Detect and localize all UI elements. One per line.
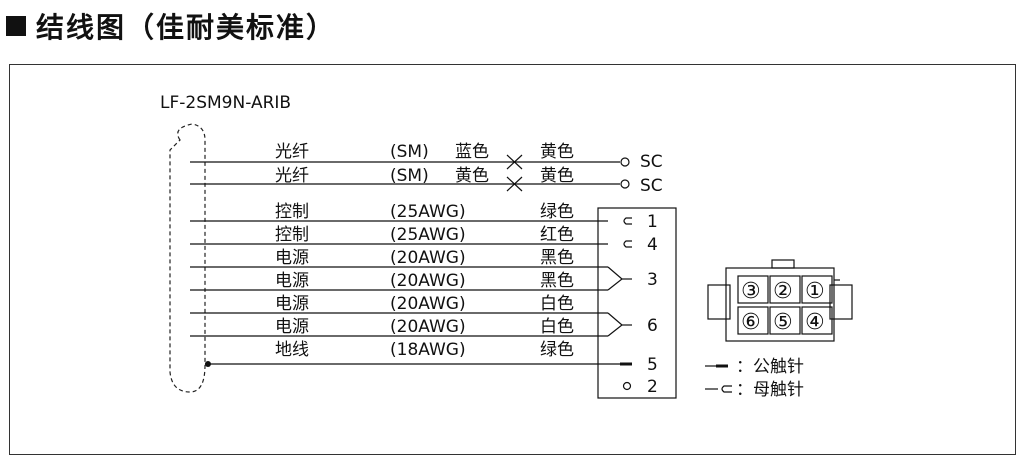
wire-row-2: 控制 (25AWG) 红色 [275, 225, 574, 245]
ground-junction-dot [205, 361, 211, 367]
wire-lines [190, 217, 632, 391]
fiber-name: 光纤 [275, 166, 309, 186]
wire-row-3: 电源 (20AWG) 黑色 [275, 248, 574, 268]
model-name: LF-2SM9N-ARIB [160, 93, 291, 113]
wire-gauge: (20AWG) [390, 271, 466, 291]
connector-pin-label: ⑥ [741, 310, 761, 335]
fiber-row-2: 光纤 (SM) 黄色 黄色 SC [275, 166, 663, 196]
wire-name: 电源 [275, 317, 309, 337]
wire-color: 白色 [540, 317, 574, 337]
wire-color: 绿色 [540, 340, 574, 360]
open-pin-icon [622, 381, 632, 391]
pin-number: 1 [647, 212, 658, 232]
wire-gauge: (20AWG) [390, 248, 466, 268]
legend-female-label: ：母触针 [736, 380, 804, 400]
heading-title: 结线图（佳耐美标准） [36, 11, 337, 44]
fiber-terminal: SC [640, 152, 663, 172]
fiber-type: (SM) [390, 142, 429, 162]
fiber-color-a: 蓝色 [455, 142, 489, 162]
wire-row-1: 控制 (25AWG) 绿色 [275, 202, 574, 222]
pin-number: 4 [647, 235, 658, 255]
page-heading: 结线图（佳耐美标准） [6, 6, 336, 46]
wire-gauge: (25AWG) [390, 202, 466, 222]
pin-terminal-box [597, 207, 677, 399]
wire-row-6: 电源 (20AWG) 白色 [275, 317, 574, 337]
diagram-frame [9, 64, 1016, 455]
wire-name: 电源 [275, 294, 309, 314]
fiber-row-1: 光纤 (SM) 蓝色 黄色 SC [275, 142, 663, 172]
wire-gauge: (20AWG) [390, 317, 466, 337]
wire-row-7: 地线 (18AWG) 绿色 [275, 340, 574, 360]
female-contact-icon [623, 217, 632, 225]
connector-pin-label: ④ [805, 310, 825, 335]
pin-number: 3 [647, 270, 658, 290]
wire-name: 控制 [275, 202, 309, 222]
wire-gauge: (18AWG) [390, 340, 466, 360]
connector-pin-label: ① [805, 279, 825, 304]
fiber-color-a: 黄色 [455, 166, 489, 186]
fiber-lines [190, 154, 630, 192]
pin-number: 5 [647, 355, 658, 375]
wire-color: 绿色 [540, 202, 574, 222]
sc-terminal-icon [620, 157, 630, 167]
connector-pin-label: ③ [741, 279, 761, 304]
square-bullet-icon [6, 16, 26, 36]
wire-color: 白色 [540, 294, 574, 314]
wire-name: 电源 [275, 248, 309, 268]
wire-name: 控制 [275, 225, 309, 245]
female-contact-icon [623, 240, 632, 248]
wire-gauge: (20AWG) [390, 294, 466, 314]
legend-male-label: ：公触针 [736, 357, 804, 377]
wire-name: 电源 [275, 271, 309, 291]
fiber-color-b: 黄色 [540, 142, 574, 162]
legend: ：公触针 ：母触针 [705, 357, 804, 400]
connector-pin-label: ② [773, 279, 793, 304]
wire-row-5: 电源 (20AWG) 白色 [275, 294, 574, 314]
sc-terminal-icon [620, 179, 630, 189]
connector-pin-label: ⑤ [773, 310, 793, 335]
pin-number: 6 [647, 316, 658, 336]
wire-gauge: (25AWG) [390, 225, 466, 245]
fiber-name: 光纤 [275, 142, 309, 162]
wire-name: 地线 [275, 340, 309, 360]
cable-outline [169, 123, 206, 393]
fiber-color-b: 黄色 [540, 166, 574, 186]
wire-color: 红色 [540, 225, 574, 245]
wire-row-4: 电源 (20AWG) 黑色 [275, 271, 574, 291]
fiber-type: (SM) [390, 166, 429, 186]
wire-color: 黑色 [540, 248, 574, 268]
fiber-terminal: SC [640, 176, 663, 196]
wire-color: 黑色 [540, 271, 574, 291]
pin-number: 2 [647, 377, 658, 397]
connector-face-icon [707, 259, 853, 342]
